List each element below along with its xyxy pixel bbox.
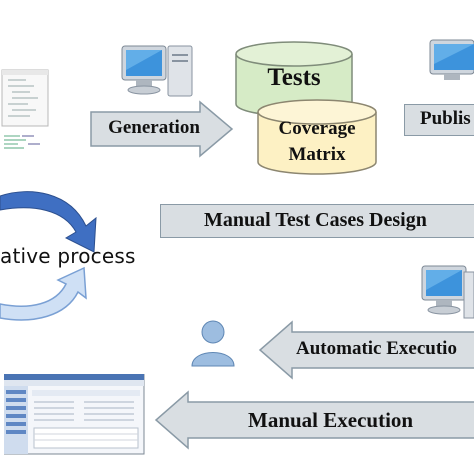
model-editor-thumbnail <box>1 69 49 149</box>
computer-icon <box>121 45 193 97</box>
generation-arrow <box>90 100 234 158</box>
coverage-matrix-cylinder <box>257 99 377 175</box>
user-icon <box>191 320 235 367</box>
automatic-execution-arrow <box>258 320 474 380</box>
publish-label: Publis <box>420 108 471 129</box>
manual-design-label: Manual Test Cases Design <box>204 209 427 231</box>
iterative-process-label: ative process <box>0 244 136 268</box>
coverage-label-line2: Matrix <box>288 144 346 165</box>
tests-label: Tests <box>267 64 321 91</box>
generation-label: Generation <box>108 117 200 138</box>
computer-icon <box>421 265 474 319</box>
automatic-execution-label: Automatic Executio <box>296 338 457 359</box>
computer-icon <box>429 39 474 80</box>
iterative-cycle-icon <box>0 191 97 321</box>
publish-box <box>404 104 474 136</box>
test-tool-screenshot <box>4 374 145 455</box>
manual-execution-arrow <box>154 390 474 450</box>
manual-execution-label: Manual Execution <box>248 408 414 432</box>
coverage-label-line1: Coverage <box>278 118 356 139</box>
manual-design-bar <box>160 204 474 238</box>
